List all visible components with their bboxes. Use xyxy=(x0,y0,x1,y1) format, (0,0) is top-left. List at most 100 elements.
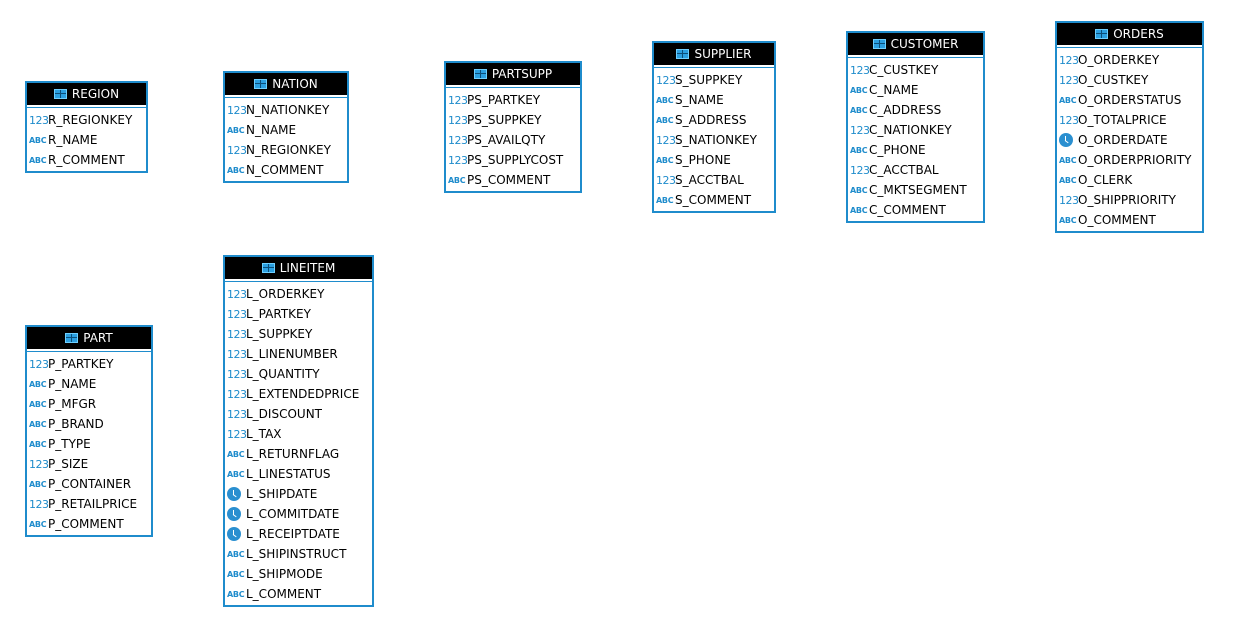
numeric-type-icon: 123 xyxy=(448,93,468,107)
column-name: L_SHIPMODE xyxy=(246,567,323,581)
text-type-icon: ABC xyxy=(656,195,674,205)
column-row[interactable]: L_RECEIPTDATE xyxy=(225,524,372,544)
column-name: L_ORDERKEY xyxy=(246,287,325,301)
entity-header[interactable]: REGION xyxy=(27,83,146,105)
header-spacer xyxy=(225,95,347,97)
header-spacer xyxy=(654,65,774,67)
column-name: PS_SUPPKEY xyxy=(467,113,542,127)
header-divider xyxy=(1057,47,1202,48)
entity-header[interactable]: LINEITEM xyxy=(225,257,372,279)
text-type-icon: ABC xyxy=(1059,175,1077,185)
column-name: O_SHIPPRIORITY xyxy=(1078,193,1176,207)
entity-header[interactable]: PART xyxy=(27,327,151,349)
numeric-type-icon: 123 xyxy=(448,153,468,167)
entity-header[interactable]: ORDERS xyxy=(1057,23,1202,45)
date-type-icon xyxy=(1059,133,1073,147)
entity-header[interactable]: PARTSUPP xyxy=(446,63,580,85)
text-type-icon: ABC xyxy=(227,449,245,459)
header-spacer xyxy=(446,85,580,87)
entity-header[interactable]: NATION xyxy=(225,73,347,95)
entity-header[interactable]: SUPPLIER xyxy=(654,43,774,65)
text-type-icon: ABC xyxy=(448,175,466,185)
text-type-icon: ABC xyxy=(29,379,47,389)
column-row[interactable]: L_COMMITDATE xyxy=(225,504,372,524)
text-type-icon: ABC xyxy=(29,519,47,529)
text-type-icon: ABC xyxy=(850,145,868,155)
numeric-type-icon: 123 xyxy=(29,497,49,511)
numeric-type-icon: 123 xyxy=(227,143,247,157)
column-row[interactable]: O_ORDERDATE xyxy=(1057,130,1202,150)
column-row[interactable]: L_SHIPDATE xyxy=(225,484,372,504)
numeric-type-icon: 123 xyxy=(227,407,247,421)
column-name: L_LINENUMBER xyxy=(246,347,338,361)
table-icon xyxy=(676,49,690,59)
entity-header[interactable]: CUSTOMER xyxy=(848,33,983,55)
